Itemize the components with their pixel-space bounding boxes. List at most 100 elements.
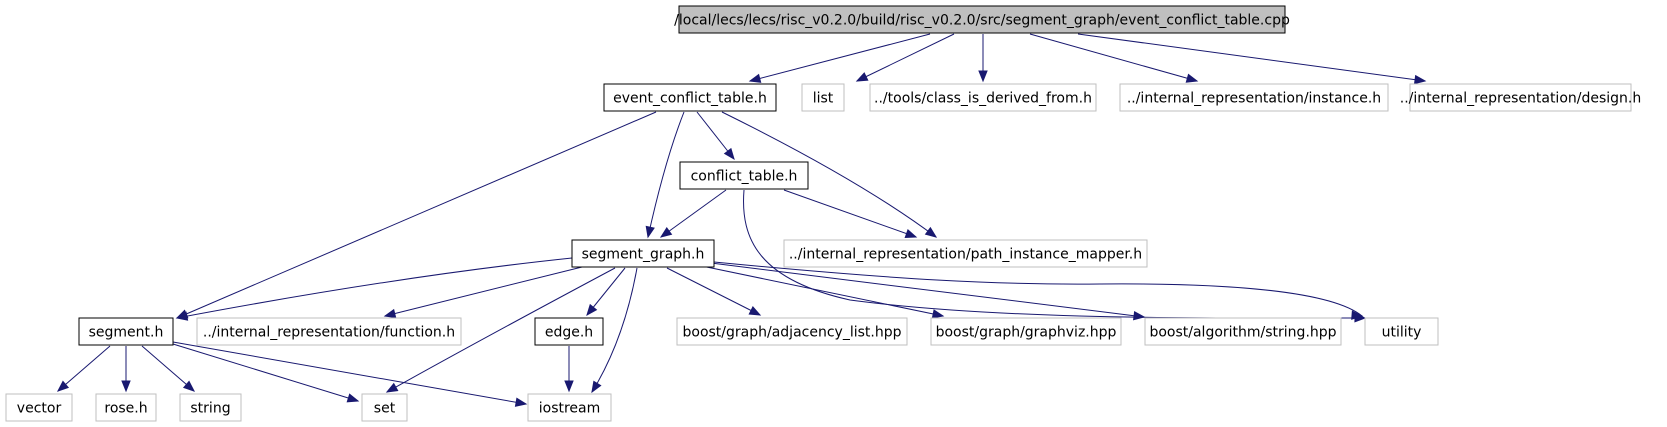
arrowhead — [182, 380, 196, 392]
node-label: segment_graph.h — [582, 247, 705, 263]
arrowhead — [56, 380, 70, 392]
node-label: string — [190, 401, 230, 417]
arrowhead — [175, 311, 189, 321]
edge-conflict-table-h-to-path-mapper-h — [783, 189, 918, 238]
node-design-h: ../internal_representation/design.h — [1400, 83, 1642, 112]
arrowhead — [904, 229, 918, 238]
edge-root-to-ect-h — [748, 33, 931, 83]
arrowhead — [564, 380, 574, 393]
arrowhead — [748, 73, 762, 83]
node-label: rose.h — [104, 401, 147, 417]
arrowhead — [924, 226, 938, 238]
node-algo-string: boost/algorithm/string.hpp — [1144, 317, 1342, 346]
edge-segment-h-to-string — [141, 345, 196, 392]
node-conflict-table-h[interactable]: conflict_table.h — [679, 161, 809, 190]
node-edge-h[interactable]: edge.h — [534, 317, 604, 346]
arrowhead — [514, 397, 528, 407]
node-label: boost/algorithm/string.hpp — [1149, 325, 1336, 341]
node-instance-h: ../internal_representation/instance.h — [1119, 83, 1389, 112]
node-box — [1364, 317, 1439, 346]
arrowhead — [383, 308, 397, 319]
node-label: conflict_table.h — [691, 169, 798, 185]
node-label: segment.h — [89, 325, 164, 341]
node-label: utility — [1382, 325, 1422, 341]
node-box — [869, 83, 1097, 112]
edge-edge-h-to-iostream — [564, 346, 574, 393]
node-label: iostream — [539, 401, 601, 417]
node-box — [603, 83, 777, 112]
node-box — [571, 239, 715, 268]
edge-root-to-class-derived — [978, 34, 988, 83]
node-segment-h[interactable]: segment.h — [78, 317, 174, 346]
edges-layer — [56, 33, 1427, 407]
node-utility: utility — [1364, 317, 1439, 346]
edge-segment-graph-h-to-function-h — [383, 266, 583, 319]
arrowhead — [855, 72, 869, 82]
node-box — [1144, 317, 1342, 346]
node-label: list — [813, 91, 834, 107]
node-label: event_conflict_table.h — [613, 91, 767, 107]
node-box — [95, 393, 157, 422]
node-box — [361, 393, 408, 422]
arrowhead — [1185, 73, 1199, 83]
arrowhead — [931, 309, 945, 319]
edge-segment-h-to-vector — [56, 345, 111, 392]
edge-segment-graph-h-to-set — [385, 267, 616, 393]
edge-root-to-list — [855, 33, 955, 82]
edge-ect-h-to-segment-h — [175, 111, 657, 319]
node-box — [676, 317, 908, 346]
node-box — [1119, 83, 1389, 112]
node-set: set — [361, 393, 408, 422]
arrowhead — [723, 147, 735, 161]
node-path-mapper-h: ../internal_representation/path_instance… — [783, 239, 1148, 268]
node-vector: vector — [5, 393, 73, 422]
node-box — [678, 5, 1286, 34]
edge-conflict-table-h-to-segment-graph-h — [659, 189, 727, 238]
edge-segment-h-to-iostream — [172, 341, 528, 407]
arrowhead — [748, 306, 762, 316]
edge-segment-graph-h-to-adjacency — [666, 267, 762, 316]
node-adjacency: boost/graph/adjacency_list.hpp — [676, 317, 908, 346]
node-segment-graph-h[interactable]: segment_graph.h — [571, 239, 715, 268]
node-box — [179, 393, 242, 422]
node-graphviz: boost/graph/graphviz.hpp — [930, 317, 1122, 346]
arrowhead — [591, 380, 602, 394]
node-box — [679, 161, 809, 190]
edge-segment-h-to-set — [172, 343, 360, 403]
node-box — [527, 393, 612, 422]
arrowhead — [385, 382, 399, 393]
node-list: list — [801, 83, 845, 112]
nodes-layer: /local/lecs/lecs/risc_v0.2.0/build/risc_… — [5, 5, 1642, 422]
node-box — [196, 317, 462, 346]
edge-segment-graph-h-to-graphviz — [696, 264, 945, 319]
node-label: boost/graph/adjacency_list.hpp — [683, 325, 902, 341]
arrowhead — [346, 393, 360, 403]
edge-ect-h-to-segment-graph-h — [645, 111, 685, 239]
node-rose-h: rose.h — [95, 393, 157, 422]
arrowhead — [659, 227, 673, 238]
node-label: ../internal_representation/design.h — [1400, 91, 1642, 107]
node-label: edge.h — [545, 325, 593, 341]
node-label: boost/graph/graphviz.hpp — [936, 325, 1117, 341]
node-label: ../internal_representation/path_instance… — [789, 247, 1142, 263]
node-ect-h[interactable]: event_conflict_table.h — [603, 83, 777, 112]
node-root[interactable]: /local/lecs/lecs/risc_v0.2.0/build/risc_… — [674, 5, 1290, 34]
edge-segment-graph-h-to-utility — [713, 261, 1364, 320]
node-label: ../internal_representation/function.h — [203, 325, 455, 341]
node-function-h: ../internal_representation/function.h — [196, 317, 462, 346]
edge-segment-h-to-rose-h — [121, 346, 131, 393]
node-box — [801, 83, 845, 112]
arrowhead — [586, 303, 598, 317]
node-box — [1409, 83, 1632, 112]
node-label: /local/lecs/lecs/risc_v0.2.0/build/risc_… — [674, 13, 1290, 29]
arrowhead — [1132, 310, 1146, 321]
node-iostream: iostream — [527, 393, 612, 422]
node-label: ../tools/class_is_derived_from.h — [874, 91, 1092, 107]
edge-ect-h-to-path-mapper-h — [721, 111, 938, 238]
arrowhead — [978, 70, 988, 83]
node-box — [783, 239, 1148, 268]
node-string: string — [179, 393, 242, 422]
edge-segment-graph-h-to-algo-string — [710, 262, 1146, 321]
node-box — [534, 317, 604, 346]
